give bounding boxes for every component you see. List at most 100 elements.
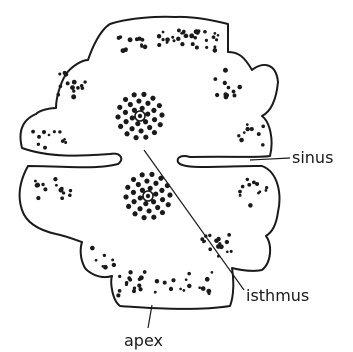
granule-dot: [118, 289, 122, 293]
granule-dot: [213, 48, 218, 53]
granule-dot: [90, 246, 95, 251]
granule-dot: [241, 185, 245, 189]
granule-dot: [116, 293, 120, 297]
granule-dot: [233, 93, 237, 97]
granule-dot: [246, 178, 249, 181]
granule-dot: [123, 194, 128, 199]
granule-dot: [245, 127, 249, 131]
granule-dot: [148, 186, 153, 191]
granule-dot: [58, 73, 61, 76]
granule-dot: [128, 102, 133, 107]
granule-dot: [155, 205, 160, 210]
granule-dot: [153, 191, 158, 196]
granule-dot: [185, 278, 188, 281]
granule-dot: [203, 240, 206, 243]
granule-dot: [60, 187, 64, 191]
granule-dot: [43, 187, 47, 191]
granule-dot: [151, 215, 156, 220]
granule-dot: [214, 32, 217, 35]
granule-dot: [159, 112, 164, 117]
granule-dot: [60, 196, 64, 200]
granule-dot: [136, 98, 141, 103]
granule-dot: [143, 135, 148, 140]
granule-dot: [257, 132, 261, 136]
granule-dot: [66, 81, 70, 85]
granule-dot: [157, 43, 161, 47]
granule-dot: [48, 134, 51, 137]
granule-dot: [237, 85, 242, 90]
granule-dot: [141, 92, 146, 97]
granule-dot: [261, 125, 265, 129]
granule-dot: [232, 90, 236, 94]
granule-dot: [55, 184, 58, 187]
granule-dot: [34, 180, 37, 183]
granule-dot: [123, 110, 128, 115]
granule-dot: [201, 286, 206, 291]
granule-dot: [143, 45, 148, 50]
granule-dot: [177, 28, 181, 32]
granule-dot: [169, 287, 173, 291]
granule-dot: [180, 42, 184, 46]
granule-dot: [153, 181, 158, 186]
isthmus-label: isthmus: [246, 286, 309, 305]
granule-dot: [36, 196, 40, 200]
granule-dot: [137, 284, 141, 288]
granule-dot: [144, 178, 149, 183]
granule-dot: [132, 92, 137, 97]
granule-dot: [154, 291, 157, 294]
granule-dot: [215, 93, 219, 97]
sinus-leader-line: [250, 158, 290, 160]
granule-dot: [258, 190, 261, 193]
granule-dot: [157, 34, 161, 38]
granule-dot: [162, 31, 165, 34]
apex-label: apex: [124, 331, 163, 350]
granule-dot: [131, 199, 136, 204]
granule-dot: [103, 254, 106, 257]
granule-dot: [184, 34, 188, 38]
granule-dot: [143, 270, 147, 274]
granule-dot: [238, 190, 242, 194]
granule-dot: [239, 138, 244, 143]
granule-dot: [265, 189, 268, 192]
granule-dot: [135, 121, 140, 126]
granule-dot: [125, 185, 130, 190]
granule-dot: [63, 71, 67, 75]
granule-dot: [191, 42, 195, 46]
granule-dot: [151, 108, 156, 113]
granule-dot: [62, 191, 65, 194]
granule-dot: [187, 272, 191, 276]
granule-dot: [61, 139, 65, 143]
granule-dot: [149, 172, 154, 177]
granule-dot: [145, 111, 150, 116]
granule-dot: [223, 92, 227, 96]
granule-dot: [123, 119, 128, 124]
granule-dot: [123, 97, 128, 102]
granule-dot: [237, 134, 240, 137]
granule-dot: [70, 85, 75, 90]
granule-dot: [141, 215, 146, 220]
granule-dot: [41, 183, 44, 186]
granule-dot: [137, 206, 142, 211]
granule-dot: [130, 115, 135, 120]
granule-dot: [250, 127, 254, 131]
granule-dot: [255, 182, 259, 186]
sinus-label: sinus: [292, 148, 333, 167]
granule-dot: [76, 86, 80, 90]
cell-outline: [20, 17, 280, 309]
granule-dot: [128, 278, 132, 282]
granule-dot: [72, 90, 75, 93]
granule-dot: [133, 135, 138, 140]
granule-dot: [160, 197, 165, 202]
granule-dot: [179, 288, 182, 291]
granule-dot: [124, 49, 127, 52]
granule-dot: [35, 183, 40, 188]
granule-dot: [115, 114, 120, 119]
granule-dot: [112, 263, 116, 267]
granule-dot: [215, 38, 218, 41]
granule-dot: [137, 37, 141, 41]
granule-dot: [226, 250, 229, 253]
granule-dot: [145, 101, 150, 106]
granule-dot: [37, 135, 41, 139]
granule-dot: [194, 36, 197, 39]
